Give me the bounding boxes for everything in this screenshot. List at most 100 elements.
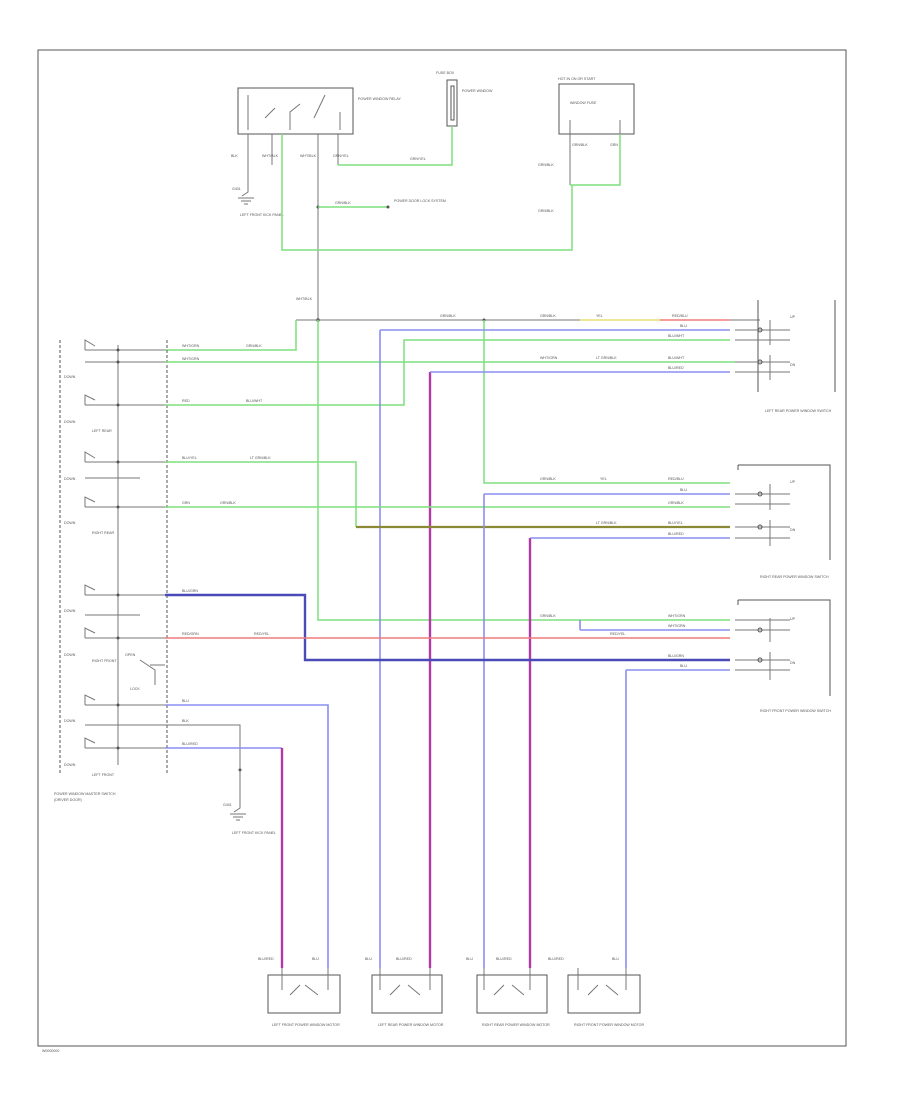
- right-rear-sw-label: RIGHT REAR: [92, 531, 115, 535]
- master-switch-label: POWER WINDOW MASTER SWITCH: [54, 792, 116, 796]
- wire-label-wht-blk-1: WHT/BLK: [262, 154, 279, 158]
- wire-label-lt-grn-3: LT GRN/BLK: [596, 521, 617, 525]
- wire-label-blu-grn-1: BLU/GRN: [182, 589, 198, 593]
- ground-label-top: LEFT FRONT KICK PANEL: [240, 213, 284, 217]
- fuse-box-label: FUSE BOX: [436, 71, 455, 75]
- dn-label-3: DOWN: [64, 477, 76, 481]
- rr-dn: DN: [790, 528, 796, 532]
- wire-label-grn-blk-9: GRN/BLK: [668, 501, 684, 505]
- wire-label-grn-blk-7: GRN/BLK: [246, 344, 262, 348]
- rf-switch-label: RIGHT FRONT POWER WINDOW SWITCH: [760, 709, 831, 713]
- wire-label-blu-wht-3: BLU/WHT: [668, 334, 685, 338]
- wire-label-wht-grn-5: WHT/GRN: [668, 624, 686, 628]
- svg-text:G401: G401: [223, 803, 232, 807]
- wire-label-lt-grn-2: LT GRN/BLK: [250, 456, 271, 460]
- rr-wire-2: BLU/RED: [496, 957, 512, 961]
- lock-label: LOCK: [130, 687, 140, 691]
- lf-motor-label: LEFT FRONT POWER WINDOW MOTOR: [272, 1023, 340, 1027]
- wire-label-grn-blk-2: GRN/BLK: [538, 163, 554, 167]
- wire-label-red-yel-2: RED/YEL: [610, 632, 625, 636]
- wire-label-blu-yel-1: BLU/YEL: [182, 456, 197, 460]
- wire-label-wht-grn-3: WHT/GRN: [540, 356, 558, 360]
- right-front-sw-label: RIGHT FRONT: [92, 659, 117, 663]
- rr-motor-label: RIGHT REAR POWER WINDOW MOTOR: [482, 1023, 550, 1027]
- master-switch: DOWN DOWN LEFT REAR DOWN DOWN RIGHT REAR…: [54, 339, 168, 802]
- wire-label-blu-2: BLU: [680, 488, 687, 492]
- wire-label-blu-1: BLU: [680, 324, 687, 328]
- hot-label: HOT IN ON OR START: [558, 77, 596, 81]
- lf-wire-2: BLU: [312, 957, 319, 961]
- wire-label-grn-blk-4: GRN/BLK: [335, 201, 351, 205]
- footer-code: W0000000: [42, 1049, 59, 1053]
- left-rear-window-motor: BLU BLU/RED LEFT REAR POWER WINDOW MOTOR: [365, 957, 444, 1027]
- wire-label-blu-grn-2: BLU/GRN: [668, 654, 684, 658]
- wire-label-wht-grn-2: WHT/GRN: [182, 357, 200, 361]
- wire-label-blu-4: BLU: [182, 699, 189, 703]
- rf-wire-2: BLU: [612, 957, 619, 961]
- wire-label-blu-yel-2: BLU/YEL: [668, 521, 683, 525]
- lr-wire-1: BLU: [365, 957, 372, 961]
- wire-label-wht-blk-3: WHT/BLK: [296, 297, 313, 301]
- lr-switch-label: LEFT REAR POWER WINDOW SWITCH: [765, 409, 832, 413]
- wire-label-red-grn-1: RED/GRN: [182, 632, 199, 636]
- wire-label-red-blu-1: RED/BLU: [672, 314, 688, 318]
- ground-symbol-bottom: G401 LEFT FRONT KICK PANEL: [223, 770, 276, 835]
- wire-label-wht-grn-1: WHT/GRN: [182, 344, 200, 348]
- wire-label-wht-grn-4: WHT/GRN: [668, 614, 686, 618]
- dn-label-6: DOWN: [64, 653, 76, 657]
- right-rear-window-motor: BLU BLU/RED RIGHT REAR POWER WINDOW MOTO…: [466, 957, 550, 1027]
- ground-symbol-top: G401 LEFT FRONT KICK PANEL: [232, 165, 284, 217]
- wire-label-blu-red-2: BLU/RED: [668, 532, 684, 536]
- hot-in-on-fuse: HOT IN ON OR START WINDOW FUSE: [558, 77, 635, 135]
- rf-wire-1: BLU/RED: [548, 957, 564, 961]
- lr-dn: DN: [790, 363, 796, 367]
- wire-label-grn-1: GRN: [610, 143, 618, 147]
- wire-label-lt-grn-1: LT GRN/BLK: [596, 356, 617, 360]
- rf-motor-label: RIGHT FRONT POWER WINDOW MOTOR: [574, 1023, 644, 1027]
- wire-label-blu-wht-1: BLU/WHT: [668, 356, 685, 360]
- svg-text:G401: G401: [232, 187, 241, 191]
- power-window-relay: POWER WINDOW RELAY ​: [237, 87, 401, 135]
- wire-label-grn-yel-1: GRN/YEL: [333, 154, 349, 158]
- rf-dn: DN: [790, 661, 796, 665]
- wire-label-blu-red-1: BLU/RED: [668, 366, 684, 370]
- dn-label-5: DOWN: [64, 609, 76, 613]
- fuse-label: POWER WINDOW: [462, 89, 493, 93]
- wire-label-grn-blk-5: GRN/BLK: [440, 314, 456, 318]
- wire-label-grn-blk-3: GRN/BLK: [538, 209, 554, 213]
- wire-label-red-yel-1: RED/YEL: [254, 632, 269, 636]
- lf-wire-1: BLU/RED: [258, 957, 274, 961]
- wire-label-grn-2: GRN: [182, 501, 190, 505]
- dn-label-7: DOWN: [64, 719, 76, 723]
- fuse-box: FUSE BOX POWER WINDOW: [436, 71, 493, 127]
- lr-up: UP: [790, 315, 796, 319]
- wire-label-grn-yel-2: GRN/YEL: [410, 157, 426, 161]
- lr-wire-2: BLU/RED: [396, 957, 412, 961]
- dn-label-4: DOWN: [64, 521, 76, 525]
- wire-label-grn-blk-1: GRN/BLK: [572, 143, 588, 147]
- wire-label-blu-3: BLU: [680, 664, 687, 668]
- wire-label-grn-blk-11: GRN/BLK: [540, 614, 556, 618]
- rr-wire-1: BLU: [466, 957, 473, 961]
- right-front-window-switch: UP DN RIGHT FRONT POWER WINDOW SWITCH: [735, 599, 831, 713]
- wire-label-blu-red-3: BLU/RED: [182, 742, 198, 746]
- diagram-frame: [37, 49, 847, 1047]
- wire-label-red-1: RED: [182, 399, 190, 403]
- ground-label-bottom: LEFT FRONT KICK PANEL: [232, 831, 276, 835]
- right-front-window-motor: BLU/RED BLU RIGHT FRONT POWER WINDOW MOT…: [548, 957, 644, 1027]
- wire-label-yel-1: YEL: [596, 314, 603, 318]
- wire-label-blu-wht-2: BLU/WHT: [246, 399, 263, 403]
- lr-motor-label: LEFT REAR POWER WINDOW MOTOR: [378, 1023, 444, 1027]
- wire-label-red-blu-2: RED/BLU: [668, 477, 684, 481]
- wire-label-wht-blk-2: WHT/BLK: [300, 154, 317, 158]
- left-rear-window-switch: UP DN LEFT REAR POWER WINDOW SWITCH: [735, 300, 836, 413]
- left-rear-sw-label: LEFT REAR: [92, 429, 112, 433]
- wire-label-blk-1: BLK: [231, 154, 238, 158]
- dn-label-8: DOWN: [64, 763, 76, 767]
- rr-switch-label: RIGHT REAR POWER WINDOW SWITCH: [760, 575, 829, 579]
- relay-label: POWER WINDOW RELAY: [358, 97, 401, 101]
- wire-label-grn-blk-10: GRN/BLK: [540, 477, 556, 481]
- rr-up: UP: [790, 480, 796, 484]
- window-fuse-label: WINDOW FUSE: [570, 101, 597, 105]
